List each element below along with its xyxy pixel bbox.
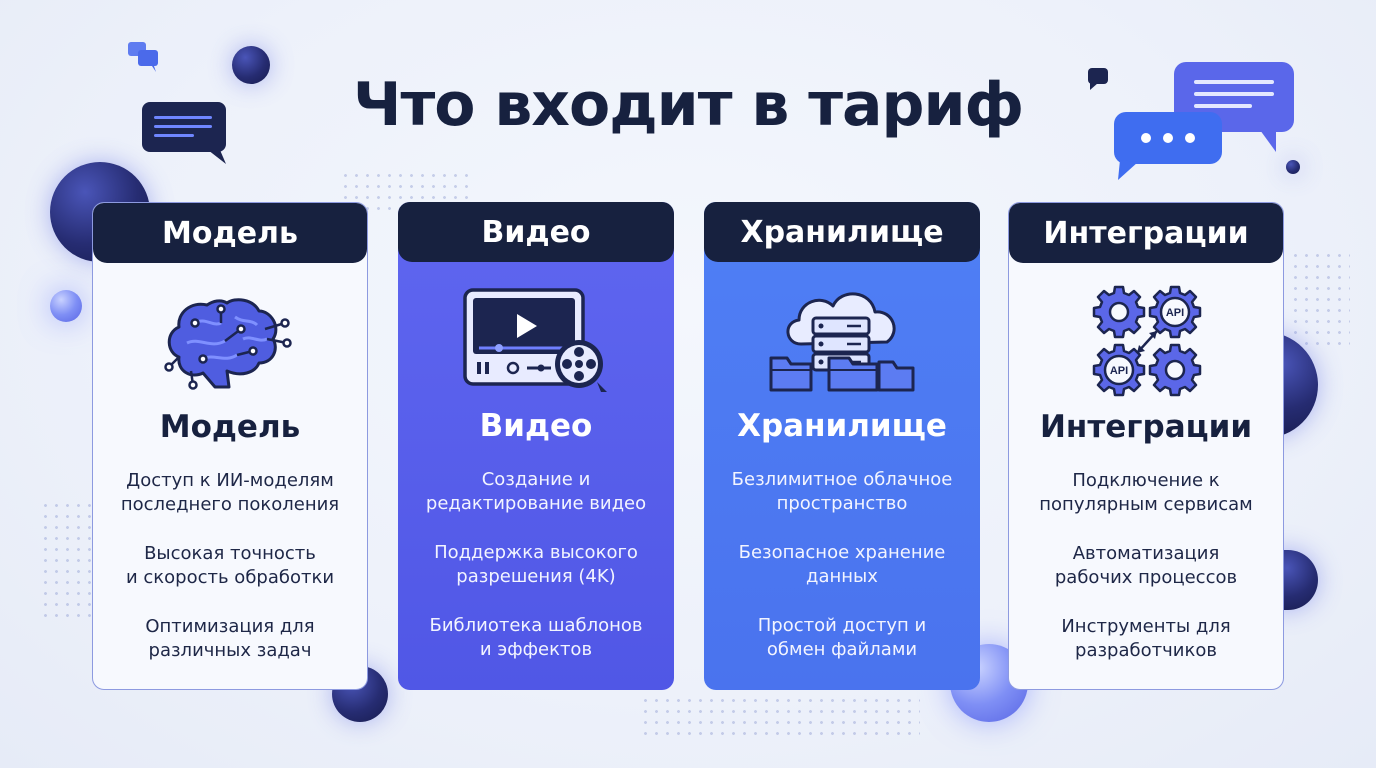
card-header: Модель xyxy=(93,203,367,263)
chat-bubbles-icon xyxy=(1114,62,1294,180)
chat-bubbles-small-icon xyxy=(128,42,158,72)
card-title: Модель xyxy=(159,409,301,445)
card-title: Хранилище xyxy=(737,408,947,444)
feature-list: Создание и редактирование видео Поддержк… xyxy=(398,468,674,687)
chat-bubble-small-dark-icon xyxy=(1088,68,1108,90)
feature-item: Поддержка высокого разрешения (4K) xyxy=(434,542,638,587)
card-header: Интеграции xyxy=(1009,203,1283,263)
feature-item: Безопасное хранение данных xyxy=(738,542,946,587)
card-title: Интеграции xyxy=(1039,409,1253,445)
feature-item: Безлимитное облачное пространство xyxy=(731,469,953,514)
feature-item: Оптимизация для различных задач xyxy=(145,616,315,661)
api-label: API xyxy=(1110,365,1128,377)
feature-item: Инструменты для разработчиков xyxy=(1061,616,1231,661)
chat-bubble-icon xyxy=(142,102,226,164)
feature-list: Доступ к ИИ-моделям последнего поколения… xyxy=(93,469,367,688)
dot-grid-decoration xyxy=(40,500,100,620)
card-model: Модель Мод xyxy=(92,202,368,690)
feature-item: Создание и редактирование видео xyxy=(425,469,647,514)
dot-grid-decoration xyxy=(640,695,920,735)
feature-item: Автоматизация рабочих процессов xyxy=(1054,543,1238,588)
video-player-icon xyxy=(461,282,611,398)
feature-item: Простой доступ и обмен файлами xyxy=(757,615,927,660)
feature-item: Подключение к популярным сервисам xyxy=(1039,470,1253,515)
feature-list: Безлимитное облачное пространство Безопа… xyxy=(704,468,980,687)
feature-item: Доступ к ИИ-моделям последнего поколения xyxy=(120,470,340,515)
dot-grid-decoration xyxy=(1290,250,1350,350)
card-title: Видео xyxy=(479,408,593,444)
card-integrations: Интеграции API API Интеграции Подключени… xyxy=(1008,202,1284,690)
api-label: API xyxy=(1166,307,1184,319)
card-video: Видео Видео Создание и редактирование ви… xyxy=(398,202,674,690)
api-gears-icon: API API xyxy=(1071,283,1221,399)
feature-item: Библиотека шаблонов и эффектов xyxy=(429,615,643,660)
card-storage: Хранилище Хранилище Безлимитное облачное… xyxy=(704,202,980,690)
feature-list: Подключение к популярным сервисам Автома… xyxy=(1009,469,1283,688)
cloud-storage-icon xyxy=(767,282,917,398)
orb-decoration xyxy=(50,290,82,322)
page-title: Что входит в тариф xyxy=(352,70,1024,140)
orb-decoration xyxy=(232,46,270,84)
feature-item: Высокая точность и скорость обработки xyxy=(125,543,335,588)
orb-decoration xyxy=(1286,160,1300,174)
brain-circuit-icon xyxy=(155,283,305,399)
card-header: Хранилище xyxy=(704,202,980,262)
card-header: Видео xyxy=(398,202,674,262)
